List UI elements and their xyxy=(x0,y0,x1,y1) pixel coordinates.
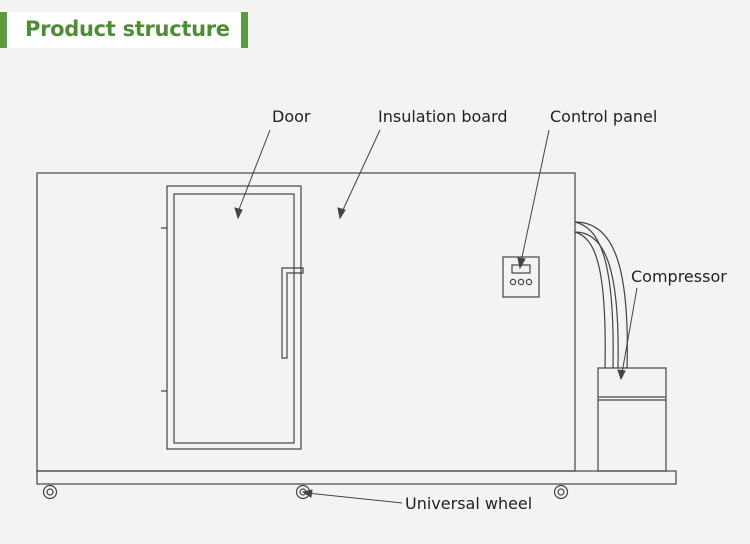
wheel-right xyxy=(553,484,569,500)
label-universal-wheel: Universal wheel xyxy=(405,494,533,513)
label-compressor: Compressor xyxy=(631,267,727,286)
leader-control-panel xyxy=(520,129,550,263)
pipe-outer xyxy=(574,221,614,369)
base-plate xyxy=(36,470,677,485)
wheel-left xyxy=(42,484,58,500)
label-door: Door xyxy=(272,107,311,126)
leader-wheel xyxy=(306,492,403,504)
leader-door xyxy=(237,129,271,213)
label-insulation-board: Insulation board xyxy=(378,107,508,126)
compressor-unit xyxy=(597,367,667,472)
control-knob-1 xyxy=(509,278,517,286)
section-title: Product structure xyxy=(25,17,230,41)
control-knob-3 xyxy=(525,278,533,286)
door-frame xyxy=(166,185,302,450)
door-panel xyxy=(173,193,295,444)
leader-compressor xyxy=(621,287,638,374)
label-control-panel: Control panel xyxy=(550,107,658,126)
leader-insulation xyxy=(341,129,381,213)
section-header: Product structure xyxy=(0,12,248,48)
control-panel-box xyxy=(502,256,540,298)
control-knob-2 xyxy=(517,278,525,286)
door-handle xyxy=(281,267,304,359)
cabinet-body xyxy=(36,172,576,472)
